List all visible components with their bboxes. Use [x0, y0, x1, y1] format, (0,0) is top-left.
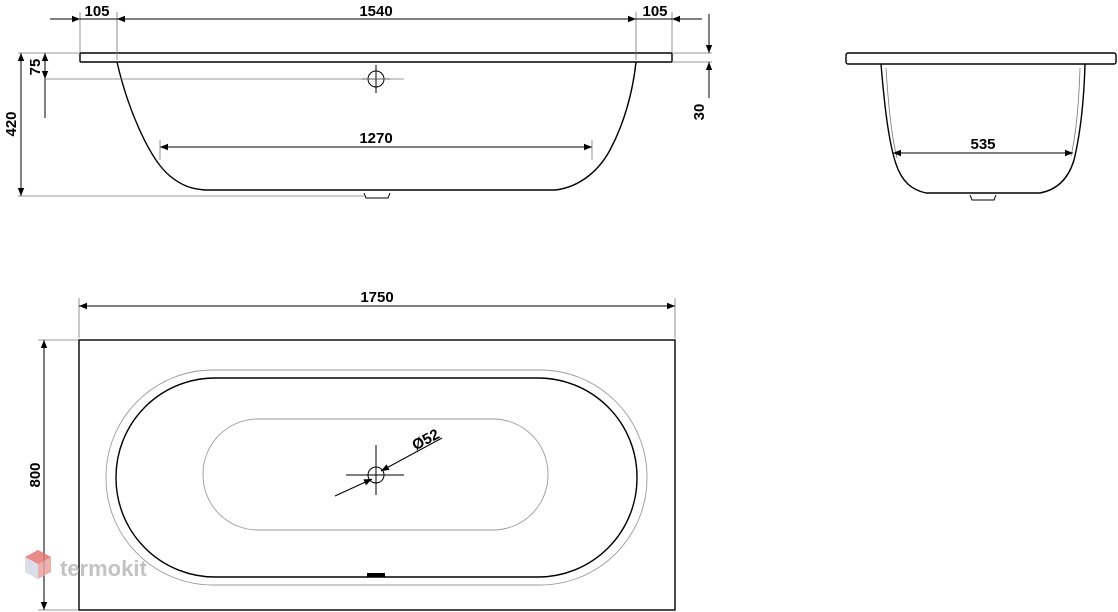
side-rim — [79, 52, 673, 63]
dim-label-1270: 1270 — [359, 130, 392, 147]
dim-label-1750: 1750 — [360, 289, 393, 306]
end-rim — [845, 52, 1117, 65]
top-deck — [78, 339, 676, 611]
dim-label-drain-diameter: Ø52 — [409, 426, 442, 454]
top-basin-floor — [202, 418, 549, 531]
dim-label-420: 420 — [3, 111, 20, 136]
dim-label-75: 75 — [27, 59, 44, 76]
hexagon-logo-icon — [25, 550, 51, 579]
top-outer-rim — [105, 369, 648, 586]
side-body-outline — [116, 61, 637, 191]
side-overflow-symbol — [46, 65, 404, 93]
dim-label-1540: 1540 — [359, 3, 392, 20]
logo-text: termokit — [60, 556, 147, 581]
side-drain-foot — [363, 192, 391, 199]
end-drain-foot — [969, 194, 997, 201]
end-body-outline — [880, 63, 1086, 194]
end-view: 535 — [845, 52, 1117, 201]
dim-label-105-left: 105 — [84, 3, 109, 20]
top-overflow-slot — [367, 573, 385, 577]
dim-label-30: 30 — [691, 104, 708, 121]
watermark-logo: termokit — [25, 550, 147, 581]
dim-label-800: 800 — [27, 462, 44, 487]
top-view: Ø52 1750 800 — [27, 289, 676, 611]
side-view: 105 1540 105 420 75 30 1270 — [3, 3, 713, 199]
dim-label-535: 535 — [970, 136, 995, 153]
dim-label-105-right: 105 — [642, 3, 667, 20]
top-drain-symbol — [346, 445, 404, 495]
